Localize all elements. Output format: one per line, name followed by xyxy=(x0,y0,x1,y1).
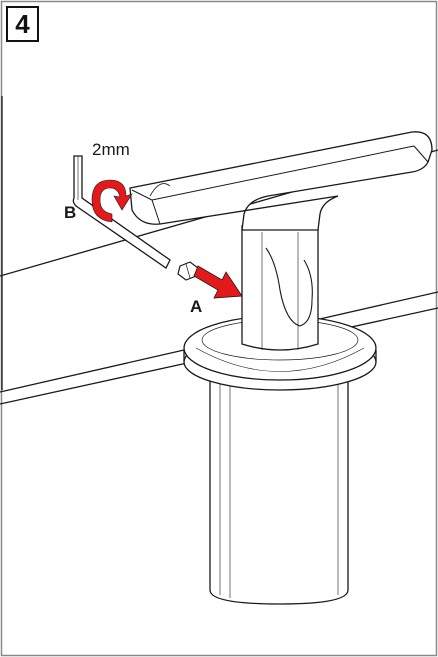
push-arrow-icon xyxy=(193,265,243,299)
lever-handle xyxy=(129,131,433,231)
tool-size-label: 2mm xyxy=(92,140,130,159)
rotate-arrow-icon xyxy=(91,179,133,223)
callout-b-label: B xyxy=(64,203,77,222)
callout-a-label: A xyxy=(190,297,203,316)
faucet-body xyxy=(241,225,319,351)
set-screw xyxy=(177,261,199,281)
step-number: 4 xyxy=(6,6,39,42)
allen-key-icon xyxy=(72,155,171,269)
